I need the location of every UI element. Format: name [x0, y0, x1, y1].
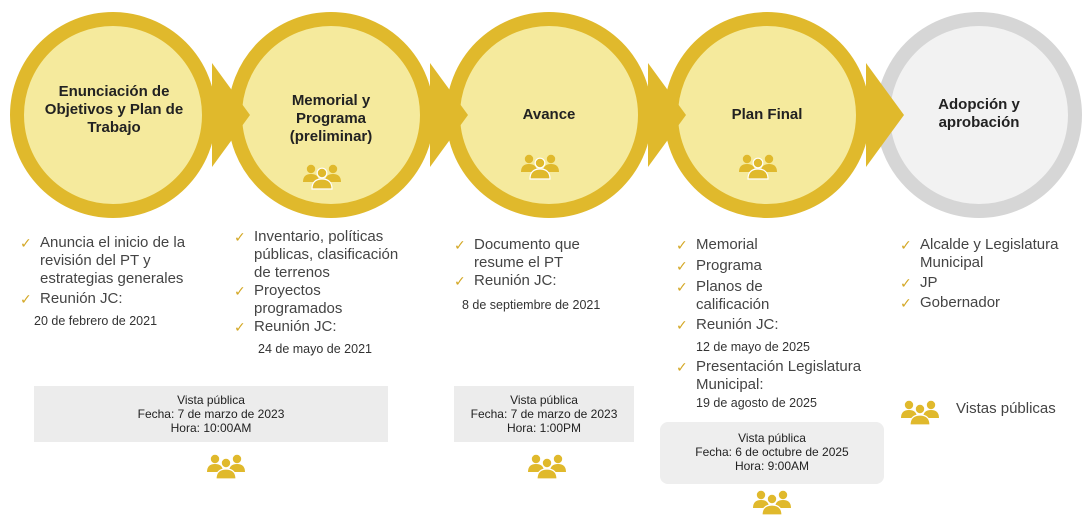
arrow-3-icon	[648, 63, 686, 167]
arrow-4-icon	[866, 63, 904, 167]
list-item: ✓Programa	[676, 257, 762, 274]
check-icon: ✓	[676, 258, 688, 274]
list-item: ✓Planos de calificación	[676, 278, 770, 313]
list-item: ✓Alcalde y Legislatura Municipal	[900, 236, 1059, 271]
check-icon: ✓	[676, 359, 688, 375]
stage-1-items: ✓Anuncia el inicio de la revisión del PT…	[20, 234, 200, 330]
public-hearing-box: Vista pública Fecha: 6 de octubre de 202…	[660, 422, 884, 484]
list-item: ✓Reunión JC: 20 de febrero de 2021	[20, 290, 200, 330]
check-icon: ✓	[676, 317, 688, 333]
stage-4-title: Plan Final	[731, 106, 803, 123]
stage-3-items: ✓Documento que resume el PT ✓Reunión JC:…	[454, 236, 634, 314]
list-item: ✓Gobernador	[900, 294, 1001, 311]
meeting-date: 8 de septiembre de 2021	[462, 298, 601, 312]
list-item: ✓Reunión JC: 24 de mayo de 2021	[234, 318, 410, 358]
check-icon: ✓	[234, 229, 246, 245]
public-hearing-time: Hora: 10:00AM	[170, 421, 252, 435]
meeting-date: 20 de febrero de 2021	[34, 314, 158, 328]
stage-2-items: ✓Inventario, políticas públicas, clasifi…	[234, 228, 410, 358]
stage-5-title: Adopción y aprobación	[938, 96, 1020, 131]
public-hearing-label: Vista pública	[510, 393, 578, 407]
list-item: ✓Reunión JC: 12 de mayo de 2025	[676, 316, 872, 356]
public-hearing-label: Vista pública	[738, 431, 806, 445]
list-item: ✓Inventario, políticas públicas, clasifi…	[234, 228, 399, 281]
stage-5-items: ✓Alcalde y Legislatura Municipal ✓JP ✓Go…	[900, 236, 1086, 312]
public-hearing-box: Vista pública Fecha: 7 de marzo de 2023 …	[454, 386, 634, 442]
people-icon	[302, 162, 342, 190]
public-hearing-label: Vista pública	[177, 393, 245, 407]
check-icon: ✓	[20, 235, 32, 251]
list-item: ✓Documento que resume el PT	[454, 236, 580, 271]
legend-label: Vistas públicas	[956, 400, 1056, 417]
check-icon: ✓	[20, 291, 32, 307]
meeting-date: 19 de agosto de 2025	[696, 396, 817, 410]
people-icon	[527, 452, 567, 480]
legend-people-icon	[900, 398, 940, 426]
list-item: ✓Reunión JC: 8 de septiembre de 2021	[454, 272, 634, 314]
public-hearing-time: Hora: 9:00AM	[734, 459, 810, 473]
arrow-2-icon	[430, 63, 468, 167]
stage-2-title: Memorial y Programa (preliminar)	[289, 92, 373, 145]
meeting-date: 24 de mayo de 2021	[258, 342, 372, 356]
public-hearing-date: Fecha: 6 de octubre de 2025	[695, 445, 849, 459]
stage-4-items: ✓Memorial ✓Programa ✓Planos de calificac…	[676, 236, 872, 412]
people-icon	[520, 152, 560, 180]
public-hearing-date: Fecha: 7 de marzo de 2023	[137, 407, 285, 421]
list-item: ✓JP	[900, 274, 938, 291]
stage-1-title: Enunciación de Objetivos y Plan de Traba…	[44, 83, 184, 136]
people-icon	[206, 452, 246, 480]
meeting-date: 12 de mayo de 2025	[696, 340, 810, 354]
check-icon: ✓	[900, 295, 912, 311]
check-icon: ✓	[234, 283, 246, 299]
public-hearing-time: Hora: 1:00PM	[506, 421, 582, 435]
check-icon: ✓	[676, 279, 688, 295]
public-hearing-date: Fecha: 7 de marzo de 2023	[470, 407, 618, 421]
list-item: ✓Anuncia el inicio de la revisión del PT…	[20, 234, 186, 287]
list-item: ✓Memorial	[676, 236, 758, 253]
check-icon: ✓	[900, 237, 912, 253]
people-icon	[738, 152, 778, 180]
list-item: ✓Presentación Legislatura Municipal: 19 …	[676, 358, 872, 412]
list-item: ✓Proyectos programados	[234, 282, 343, 317]
check-icon: ✓	[900, 275, 912, 291]
check-icon: ✓	[676, 237, 688, 253]
arrow-1-icon	[212, 63, 250, 167]
people-icon	[752, 488, 792, 516]
check-icon: ✓	[454, 273, 466, 289]
check-icon: ✓	[454, 237, 466, 253]
public-hearing-box: Vista pública Fecha: 7 de marzo de 2023 …	[34, 386, 388, 442]
check-icon: ✓	[234, 319, 246, 335]
stage-3-title: Avance	[522, 106, 576, 123]
